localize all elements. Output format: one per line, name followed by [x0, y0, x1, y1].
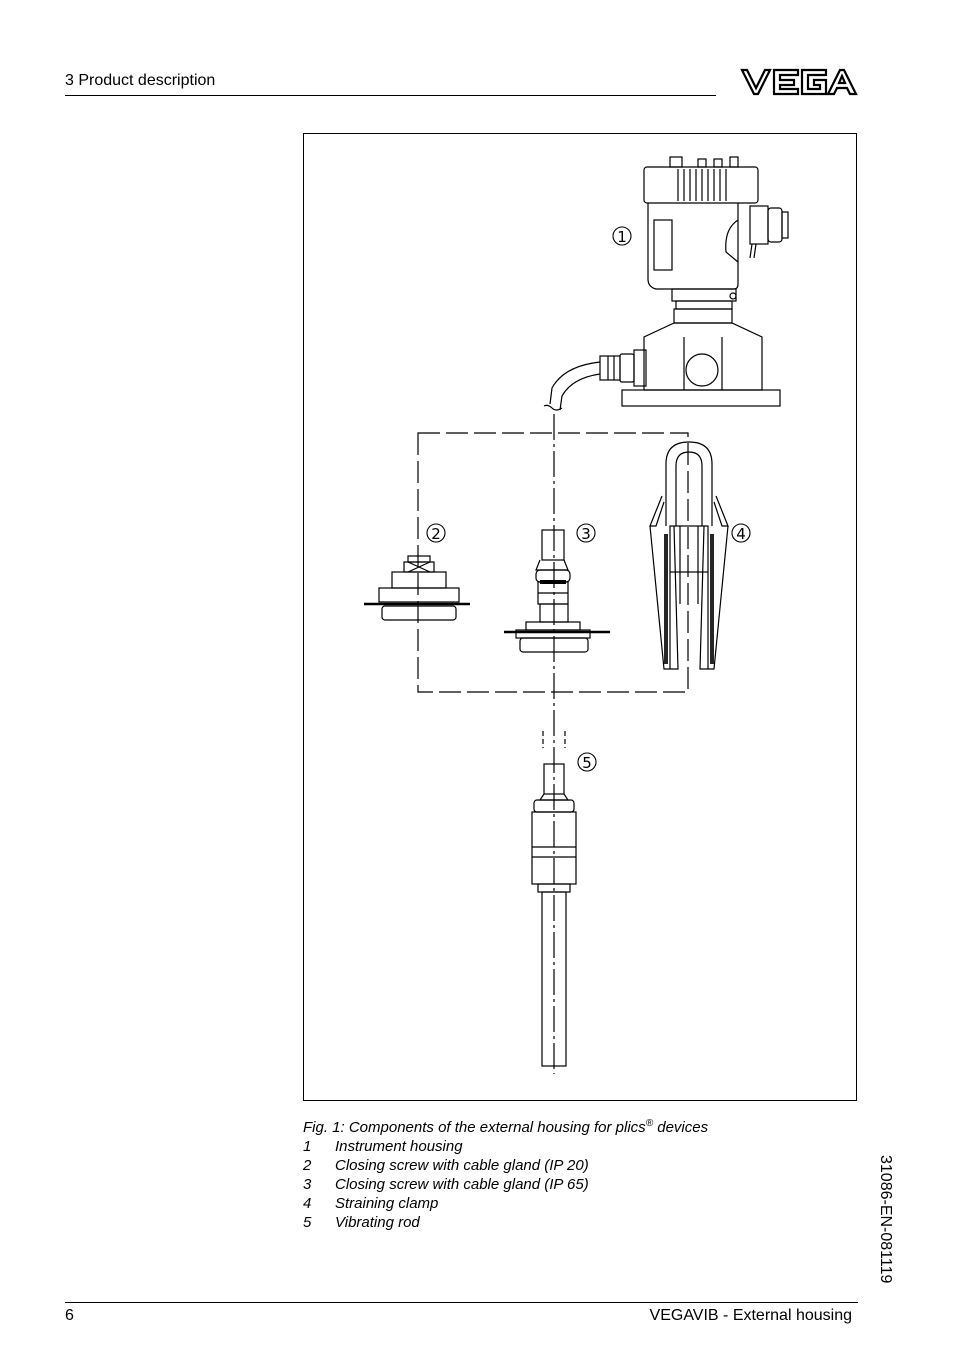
vega-logo	[740, 68, 858, 96]
callout-3-label: 3	[581, 525, 591, 543]
closing-screw-ip20-drawing	[364, 555, 470, 621]
callout-1-label: 1	[617, 228, 627, 246]
straining-clamp-drawing	[649, 441, 729, 670]
callout-2: 2	[426, 523, 446, 543]
footer-rule	[65, 1302, 858, 1303]
page-number: 6	[65, 1307, 74, 1324]
figure-frame: 1 2 3 4 5	[303, 133, 857, 1101]
document-id: 31086-EN-081119	[877, 1155, 894, 1284]
vibrating-rod-drawing	[531, 731, 577, 1067]
callout-5-label: 5	[582, 754, 592, 772]
callout-4-label: 4	[736, 525, 746, 543]
callout-3: 3	[576, 523, 596, 543]
caption-title: Fig. 1: Components of the external housi…	[303, 1118, 709, 1136]
callouts: 1 2 3 4 5	[426, 226, 751, 772]
callout-1: 1	[612, 226, 632, 246]
instrument-housing-drawing	[543, 156, 789, 411]
footer-product-name: VEGAVIB - External housing	[649, 1307, 852, 1324]
header-rule	[65, 95, 716, 96]
callout-4: 4	[731, 523, 751, 543]
callout-5: 5	[577, 752, 597, 772]
section-title: 3 Product description	[65, 72, 216, 89]
figure-caption: Fig. 1: Components of the external housi…	[303, 1114, 708, 1232]
callout-2-label: 2	[431, 525, 441, 543]
closing-screw-ip65-drawing	[504, 529, 610, 653]
components-drawing: 1 2 3 4 5	[364, 156, 789, 1074]
